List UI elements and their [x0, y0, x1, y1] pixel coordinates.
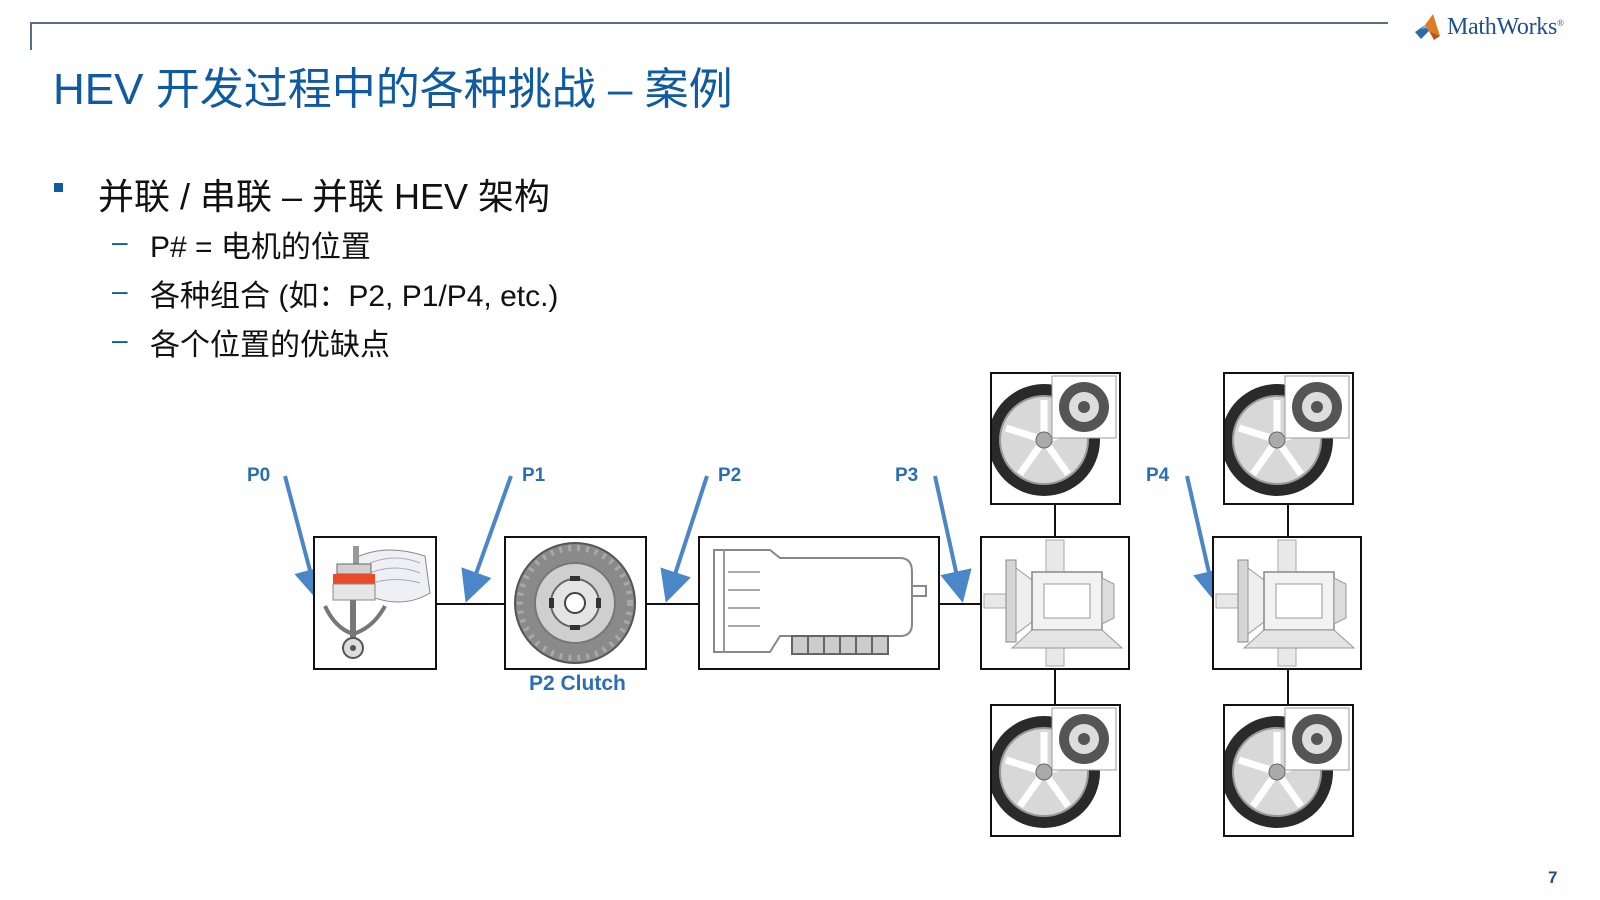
- subitem-3: 各个位置的优缺点: [150, 329, 390, 362]
- header-rule-tick: [30, 22, 32, 50]
- wheel-brake-icon: [992, 707, 1117, 828]
- wheel-brake-icon: [1225, 375, 1350, 496]
- p1-label: P1: [522, 465, 546, 486]
- p2-clutch-label: P2 Clutch: [529, 672, 626, 695]
- page-title: HEV 开发过程中的各种挑战 – 案例: [53, 65, 733, 114]
- differential-gear-icon: [1215, 539, 1356, 667]
- p4-label: P4: [1146, 465, 1170, 486]
- mathworks-logo: MathWorks®: [1413, 10, 1564, 44]
- subitem-2: 各种组合 (如：P2, P1/P4, etc.): [150, 280, 559, 313]
- header-rule: [30, 22, 1388, 24]
- p1-arrow: [461, 475, 513, 603]
- p0-label: P0: [247, 465, 271, 486]
- transmission-icon: [713, 549, 927, 655]
- rear-differential-block: [1212, 536, 1362, 670]
- transmission-block: [698, 536, 940, 670]
- engine-piston-icon: [323, 546, 431, 659]
- p3-arrow: [933, 475, 972, 603]
- bullet-main: 并联 / 串联 – 并联 HEV 架构: [98, 176, 551, 217]
- wheel-rear-top: [1223, 372, 1354, 505]
- page-number: 7: [1548, 868, 1558, 887]
- front-differential-block: [980, 536, 1130, 670]
- wheel-rear-bottom: [1223, 704, 1354, 837]
- dash-marker: –: [112, 275, 128, 306]
- wheel-front-top: [990, 372, 1121, 505]
- p0-arrow: [283, 475, 326, 601]
- dash-marker: –: [112, 226, 128, 257]
- bullet-square-icon: [54, 183, 63, 192]
- p2-arrow: [660, 475, 709, 603]
- differential-gear-icon: [983, 539, 1124, 667]
- p2-label: P2: [718, 465, 742, 486]
- membrane-logo-icon: [1415, 14, 1440, 40]
- p4-arrow: [1185, 475, 1225, 603]
- dash-marker: –: [112, 324, 128, 355]
- engine-block: [313, 536, 437, 670]
- subitem-1: P# = 电机的位置: [150, 231, 371, 264]
- wheel-brake-icon: [992, 375, 1117, 496]
- wheel-front-bottom: [990, 704, 1121, 837]
- clutch-block: [504, 536, 647, 670]
- wheel-brake-icon: [1225, 707, 1350, 828]
- clutch-disc-icon: [514, 542, 636, 664]
- brand-name: MathWorks®: [1447, 13, 1564, 40]
- p3-label: P3: [895, 465, 919, 486]
